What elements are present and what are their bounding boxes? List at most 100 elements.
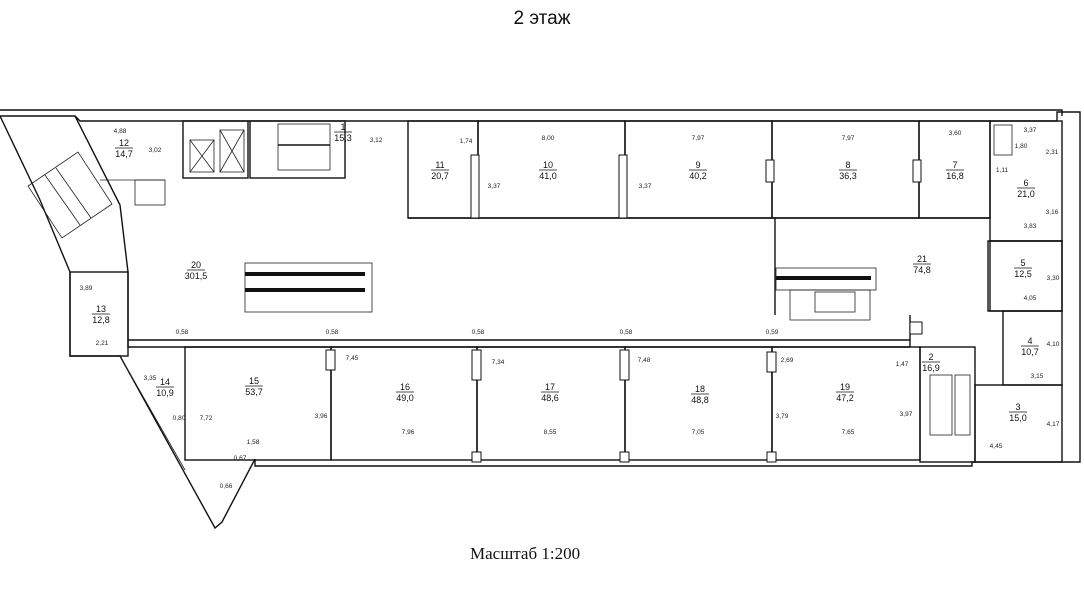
room-number: 9 [695,160,700,170]
room-number: 10 [543,160,553,170]
dim-label: 0,66 [220,483,233,490]
top-shops [407,120,1063,312]
dim-label: 0,58 [620,329,633,336]
room-number: 12 [119,138,129,148]
room-area: 16,8 [946,171,964,181]
room-area: 12,8 [92,315,110,325]
dim-label: 0,58 [326,329,339,336]
room-area: 36,3 [839,171,857,181]
dim-label: 2,21 [96,340,109,347]
dim-label: 3,12 [370,137,383,144]
dim-label: 3,16 [1046,209,1059,216]
dim-label: 3,35 [144,375,157,382]
dim-label: 1,80 [1015,143,1028,150]
dim-label: 3,15 [1031,373,1044,380]
room-area: 48,6 [541,393,559,403]
room-area: 301,5 [185,271,208,281]
room-number: 21 [917,254,927,264]
dim-label: 3,97 [900,411,913,418]
dim-label: 4,05 [1024,295,1037,302]
room-number: 17 [545,382,555,392]
dim-label: 7,05 [692,429,705,436]
room-area: 15,0 [1009,413,1027,423]
room-number: 11 [435,160,444,170]
dim-label: 1,74 [460,138,473,145]
bottom-shops [184,346,921,463]
room-area: 49,0 [396,393,414,403]
room-area: 41,0 [539,171,557,181]
room-area: 10,9 [156,388,174,398]
dim-label: 2,69 [781,357,794,364]
dim-label: 0,80 [173,415,186,422]
room-number: 2 [928,352,933,362]
escalators [244,262,971,436]
scale-label: Масштаб 1:200 [470,544,581,563]
room-area: 40,2 [689,171,707,181]
dim-label: 4,88 [114,128,127,135]
dim-label: 3,37 [488,183,501,190]
dim-label: 3,02 [149,147,162,154]
room-number: 7 [952,160,957,170]
dim-label: 1,47 [896,361,909,368]
dim-label: 3,79 [776,413,789,420]
room-number: 13 [96,304,106,314]
room-area: 53,7 [245,387,263,397]
room-labels: 115,3 216,9 315,0 410,7 512,5 621,0 716,8 836,3… [92,122,1039,423]
dim-label: 8,55 [544,429,557,436]
room-area: 21,0 [1017,189,1035,199]
dim-label: 7,97 [842,135,855,142]
dim-label: 3,60 [949,130,962,137]
room-area: 12,5 [1014,269,1032,279]
room-number: 16 [400,382,410,392]
room-number: 18 [695,384,705,394]
dim-label: 0,58 [472,329,485,336]
room-number: 4 [1027,336,1032,346]
dim-label: 7,45 [346,355,359,362]
room-area: 16,9 [922,363,940,373]
dim-label: 7,65 [842,429,855,436]
dim-label: 3,89 [80,285,93,292]
room-area: 10,7 [1021,347,1039,357]
dim-label: 3,37 [1024,127,1037,134]
dim-label: 3,96 [315,413,328,420]
dim-label: 0,67 [234,455,247,462]
room-number: 19 [840,382,850,392]
room-number: 15 [249,376,259,386]
dim-label: 3,30 [1047,275,1060,282]
dim-label: 8,00 [542,135,555,142]
room-number: 8 [845,160,850,170]
room-area: 48,8 [691,395,709,405]
stair-block [100,120,346,206]
dim-label: 3,83 [1024,223,1037,230]
dim-label: 3,37 [639,183,652,190]
room-number: 6 [1023,178,1028,188]
room-number: 14 [160,377,170,387]
room-area: 15,3 [334,133,352,143]
dim-label: 1,11 [996,167,1009,174]
dim-label: 4,45 [990,443,1003,450]
room-number: 20 [191,260,201,270]
dim-label: 7,96 [402,429,415,436]
room-area: 20,7 [431,171,449,181]
dim-label: 7,97 [692,135,705,142]
dim-label: 1,58 [247,439,260,446]
room-number: 1 [340,122,345,132]
room-number: 3 [1015,402,1020,412]
dim-label: 2,31 [1046,149,1059,156]
floor-title: 2 этаж [513,8,571,29]
room-area: 14,7 [115,149,133,159]
diagonal-stair [27,151,113,239]
dim-label: 4,17 [1047,421,1060,428]
dim-label: 7,34 [492,359,505,366]
dim-label: 7,72 [200,415,213,422]
room-area: 47,2 [836,393,854,403]
dim-label: 0,58 [176,329,189,336]
room-number: 5 [1020,258,1025,268]
dim-label: 4,10 [1047,341,1060,348]
room-area: 74,8 [913,265,931,275]
right-rooms [774,218,1063,463]
dim-label: 7,48 [638,357,651,364]
dim-label: 0,59 [766,329,779,336]
dimension-labels: 4,88 3,02 3,12 1,74 8,00 7,97 7,97 3,60 … [80,127,1060,490]
